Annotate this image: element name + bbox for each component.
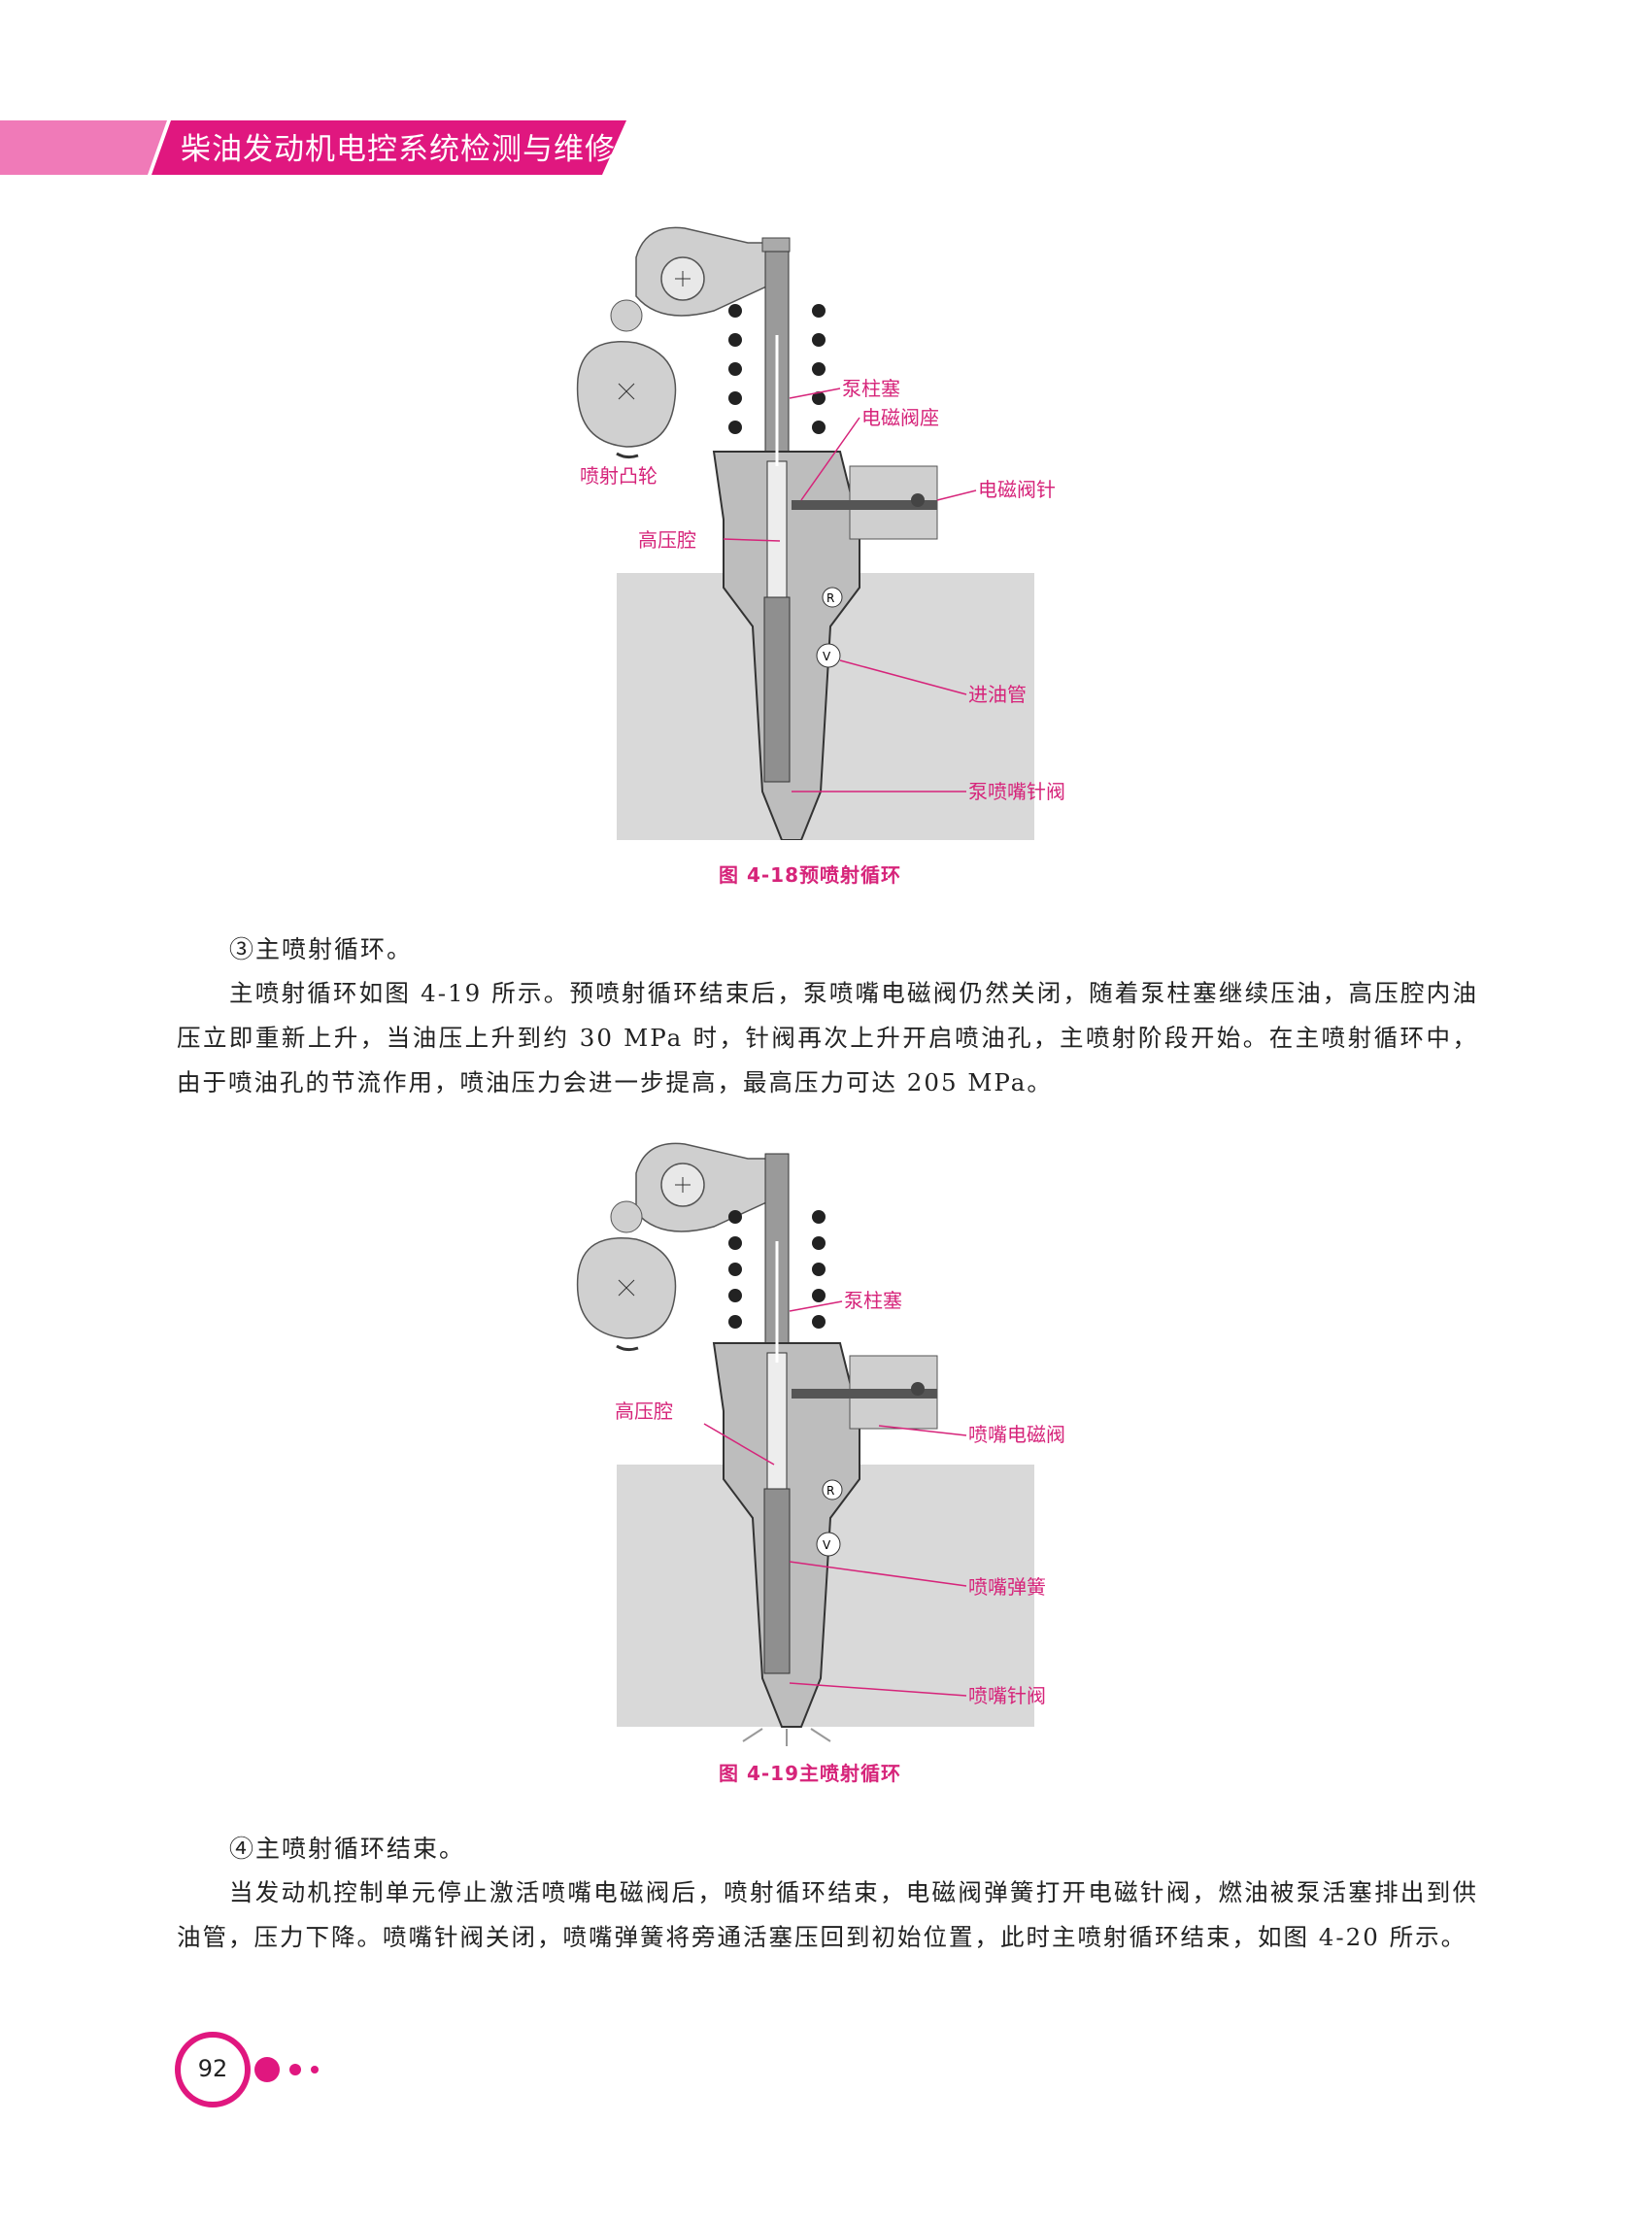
- section-4-paragraph: 当发动机控制单元停止激活喷嘴电磁阀后，喷射循环结束，电磁阀弹簧打开电磁针阀，燃油…: [177, 1878, 1478, 1951]
- svg-text:R: R: [826, 1484, 834, 1498]
- figure-4-19-number: 图 4-19: [719, 1762, 800, 1785]
- label-solenoid: 喷嘴电磁阀: [968, 1423, 1065, 1446]
- svg-text:V: V: [823, 1538, 831, 1552]
- label-plunger: 泵柱塞: [844, 1289, 902, 1312]
- figure-4-19-title: 主喷射循环: [799, 1762, 902, 1785]
- label-valve-seat: 电磁阀座: [861, 406, 939, 429]
- figure-4-18-number: 图 4-18: [719, 863, 800, 887]
- decorative-dot-small: [311, 2066, 319, 2073]
- figure-4-19-main-injection-diagram: R V 泵柱塞 高压腔 喷嘴电磁阀 喷嘴弹簧 喷嘴针阀: [576, 1142, 1065, 1746]
- header-title: 柴油发动机电控系统检测与维修: [181, 132, 616, 167]
- label-spring: 喷嘴弹簧: [968, 1575, 1046, 1599]
- label-plunger: 泵柱塞: [842, 377, 900, 400]
- section-3-heading: ③主喷射循环。: [229, 935, 414, 963]
- page-number-badge: 92: [175, 2032, 251, 2107]
- section-4-heading: ④主喷射循环结束。: [229, 1835, 466, 1863]
- figure-4-19-caption: 图 4-19主喷射循环: [719, 1758, 901, 1786]
- decorative-dot-medium: [289, 2064, 301, 2075]
- label-needle: 喷嘴针阀: [968, 1684, 1046, 1707]
- label-inlet: 进油管: [968, 683, 1027, 706]
- header-band: [0, 120, 626, 175]
- label-chamber: 高压腔: [638, 528, 696, 552]
- label-valve-needle: 电磁阀针: [978, 478, 1056, 501]
- figure-4-18-caption: 图 4-18预喷射循环: [719, 860, 901, 888]
- svg-text:R: R: [826, 591, 834, 605]
- label-needle: 泵喷嘴针阀: [968, 780, 1065, 803]
- svg-text:V: V: [823, 650, 831, 663]
- figure-4-18-pre-injection-diagram: R V 泵柱塞 电磁阀座 电磁阀针 喷射凸轮 高压腔 进油管 泵喷嘴针阀: [576, 226, 1065, 840]
- decorative-dot-large: [254, 2057, 280, 2082]
- label-chamber: 高压腔: [615, 1399, 673, 1423]
- label-cam: 喷射凸轮: [580, 464, 657, 488]
- section-3-paragraph: 主喷射循环如图 4-19 所示。预喷射循环结束后，泵喷嘴电磁阀仍然关闭，随着泵柱…: [177, 979, 1478, 1096]
- figure-4-18-title: 预喷射循环: [799, 863, 902, 887]
- page-number: 92: [197, 2055, 228, 2082]
